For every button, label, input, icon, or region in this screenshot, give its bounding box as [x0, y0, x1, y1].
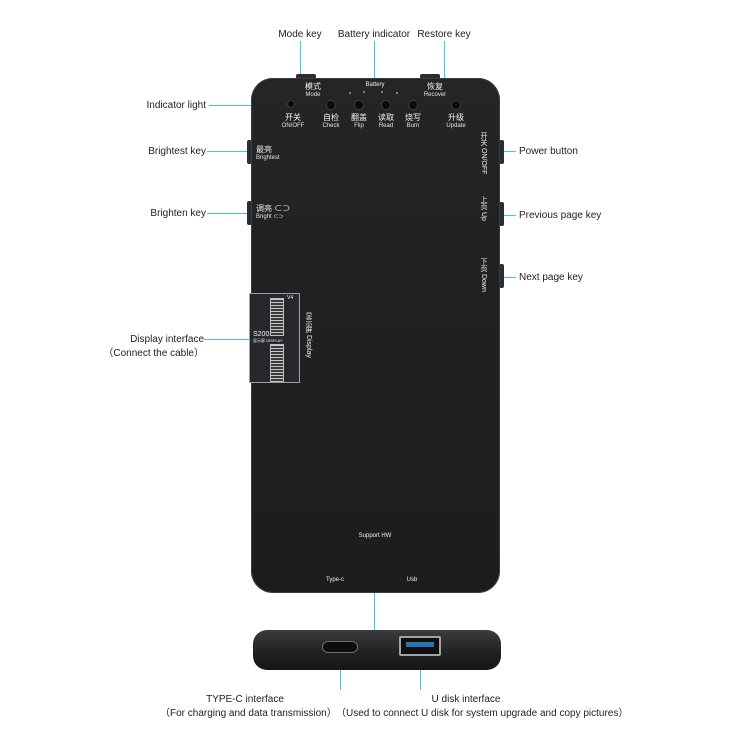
- down-side-key[interactable]: [499, 264, 504, 288]
- up-side-key[interactable]: [499, 202, 504, 226]
- read-button[interactable]: [382, 101, 390, 109]
- label-indicator-light: Indicator light: [146, 100, 206, 111]
- label-next-page-key: Next page key: [519, 272, 583, 283]
- usb-print: Usb: [406, 577, 418, 583]
- label-display-interface: Display interface （Connect the cable）: [100, 333, 204, 360]
- battery-print: Battery: [365, 82, 385, 88]
- typec-title: TYPE-C interface: [206, 694, 284, 705]
- callout-line-power: [500, 151, 516, 152]
- label-previous-page-key: Previous page key: [519, 210, 602, 221]
- connector-slot-bottom: [270, 344, 284, 382]
- power-side-button[interactable]: [499, 140, 504, 164]
- right-onoff-print: 开关 ON/OFF: [480, 132, 487, 175]
- mode-side-key[interactable]: [296, 74, 316, 79]
- udisk-title: U disk interface: [431, 694, 501, 705]
- typec-port[interactable]: [323, 642, 357, 652]
- label-brightest-key: Brightest key: [148, 146, 206, 157]
- right-up-print: 上页 Up: [480, 196, 487, 221]
- label-mode-key: Mode key: [278, 29, 322, 40]
- display-vertical-print: 显示屏 Display: [305, 312, 312, 358]
- callout-line-indicator: [209, 105, 291, 106]
- callout-line-next: [500, 277, 516, 278]
- callout-line-bottom: [374, 593, 375, 630]
- flip-button[interactable]: [355, 101, 363, 109]
- display-connector[interactable]: S200 显示屏 DISPLAY V4: [249, 293, 300, 383]
- recover-side-key[interactable]: [420, 74, 440, 79]
- callout-line-display: [204, 339, 254, 340]
- callout-line-restore: [444, 41, 445, 78]
- usb-port-tongue: [406, 642, 434, 647]
- udisk-note: （Used to connect U disk for system upgra…: [336, 707, 629, 719]
- label-battery-indicator: Battery indicator: [337, 29, 411, 40]
- typec-note: （For charging and data transmission）: [160, 707, 337, 719]
- callout-line-battery: [374, 41, 375, 82]
- connector-sub: 显示屏 DISPLAY: [253, 338, 283, 343]
- callout-line-prev: [500, 215, 516, 216]
- callout-line-mode: [300, 41, 301, 78]
- display-interface-note: （Connect the cable）: [103, 347, 204, 359]
- label-brighten-key: Brighten key: [150, 208, 206, 219]
- brighten-side-key[interactable]: [247, 201, 252, 225]
- label-restore-key: Restore key: [417, 29, 471, 40]
- bright-print: 调亮 ⊂⊃Bright ⊂⊃: [256, 204, 291, 220]
- right-down-print: 下页 Down: [480, 258, 487, 292]
- callout-line-usb: [420, 656, 421, 690]
- indicator-light: [288, 101, 294, 107]
- usb-port[interactable]: [399, 636, 441, 656]
- check-button[interactable]: [327, 101, 335, 109]
- tester-device-bottom-edge: [253, 630, 501, 670]
- battery-led-2: [363, 91, 365, 93]
- label-typec-interface: TYPE-C interface （For charging and data …: [160, 693, 337, 720]
- brightest-side-key[interactable]: [247, 140, 252, 164]
- battery-led-1: [349, 92, 351, 94]
- support-print: Support HW: [358, 533, 392, 539]
- connector-version: V4: [287, 295, 294, 301]
- label-power-button: Power button: [519, 146, 578, 157]
- callout-line-brightest: [207, 151, 251, 152]
- battery-led-3: [381, 91, 383, 93]
- callout-line-typec: [340, 652, 341, 690]
- connector-model: S200: [253, 331, 270, 338]
- battery-led-4: [396, 92, 398, 94]
- update-button[interactable]: [452, 101, 460, 109]
- display-interface-title: Display interface: [130, 334, 204, 345]
- label-udisk-interface: U disk interface （Used to connect U disk…: [336, 693, 628, 720]
- typec-print: Type-c: [325, 577, 344, 583]
- connector-slot-top: [270, 298, 284, 336]
- callout-line-brighten: [207, 213, 251, 214]
- burn-button[interactable]: [409, 101, 417, 109]
